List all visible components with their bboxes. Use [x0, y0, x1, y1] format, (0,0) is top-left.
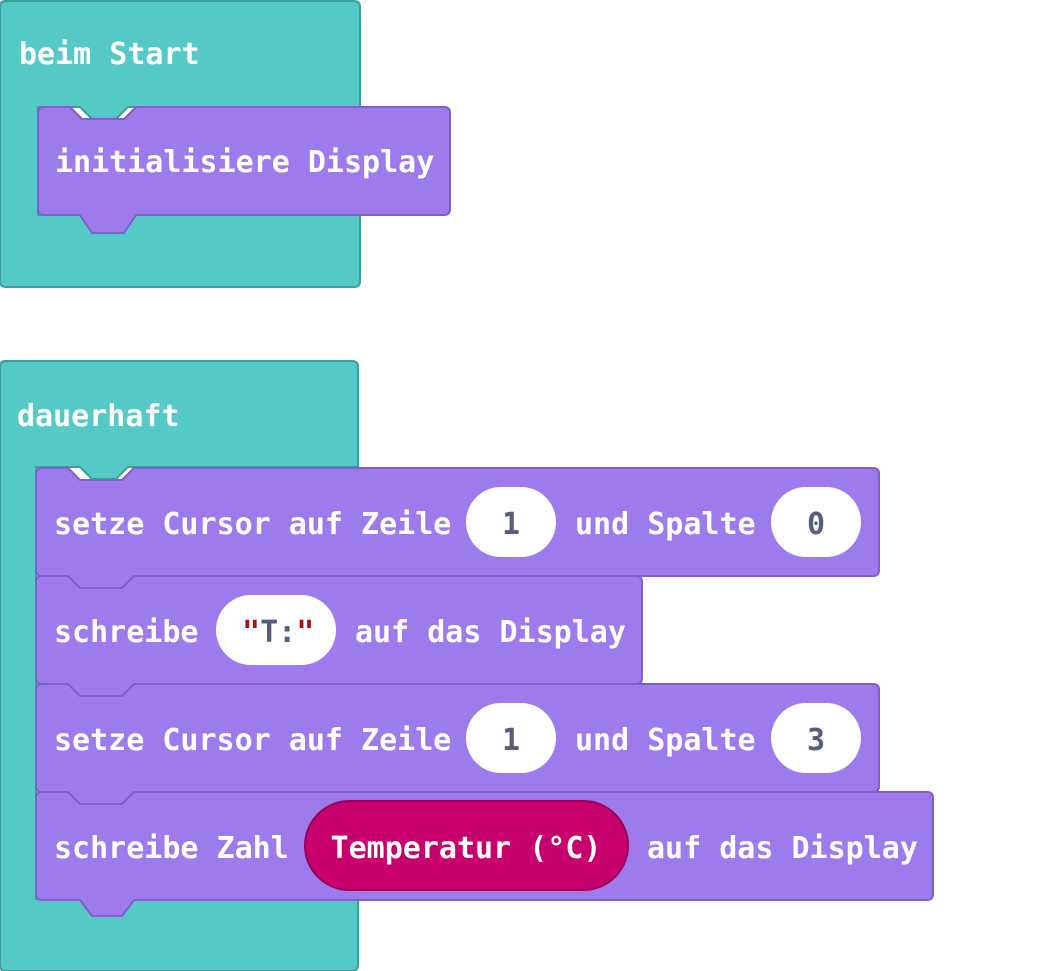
string-value-slot[interactable]: [216, 595, 336, 665]
column-number-value: 3: [807, 723, 825, 758]
forever-block[interactable]: dauerhaft: [0, 360, 359, 971]
row-number-value: 1: [502, 507, 520, 542]
on-start-header: beim Start: [19, 37, 200, 72]
set-cursor-block-shape: [35, 467, 880, 589]
row-number-input[interactable]: 1: [466, 703, 556, 773]
row-number-slot[interactable]: [466, 703, 556, 773]
string-value-text: "T:": [242, 615, 314, 650]
forever-block-shape: [0, 360, 359, 971]
write-number-block[interactable]: schreibe Zahl Temperatur (°C) auf das Di…: [35, 791, 934, 917]
write-string-prefix: schreibe: [54, 615, 199, 650]
forever-header: dauerhaft: [17, 399, 180, 434]
initialize-display-label: initialisiere Display: [55, 145, 434, 180]
initialize-display-block-shape: [37, 106, 451, 234]
column-number-value: 0: [807, 507, 825, 542]
row-number-value: 1: [502, 723, 520, 758]
quote-close: ": [296, 615, 314, 650]
column-number-slot[interactable]: [771, 703, 861, 773]
column-number-slot[interactable]: [771, 487, 861, 557]
set-cursor-middle: und Spalte: [575, 723, 756, 758]
set-cursor-prefix: setze Cursor auf Zeile: [54, 723, 451, 758]
temperature-sensor-label: Temperatur (°C): [331, 831, 602, 866]
row-number-slot[interactable]: [466, 487, 556, 557]
row-number-input[interactable]: 1: [466, 487, 556, 557]
temperature-sensor-shape[interactable]: [304, 800, 629, 891]
write-number-prefix: schreibe Zahl: [54, 831, 289, 866]
write-number-suffix: auf das Display: [647, 831, 918, 866]
set-cursor-prefix: setze Cursor auf Zeile: [54, 507, 451, 542]
set-cursor-block[interactable]: setze Cursor auf Zeile 1 und Spalte 3: [35, 683, 880, 805]
set-cursor-block[interactable]: setze Cursor auf Zeile 1 und Spalte 0: [35, 467, 880, 589]
set-cursor-middle: und Spalte: [575, 507, 756, 542]
column-number-input[interactable]: 0: [771, 487, 861, 557]
write-string-block[interactable]: schreibe "T:" auf das Display: [35, 575, 643, 697]
quote-open: ": [242, 615, 260, 650]
initialize-display-block[interactable]: initialisiere Display: [37, 106, 451, 234]
string-value: T:: [260, 615, 296, 650]
string-value-input[interactable]: "T:": [216, 595, 336, 665]
write-string-suffix: auf das Display: [355, 615, 626, 650]
column-number-input[interactable]: 3: [771, 703, 861, 773]
temperature-sensor-block[interactable]: Temperatur (°C): [304, 800, 629, 891]
